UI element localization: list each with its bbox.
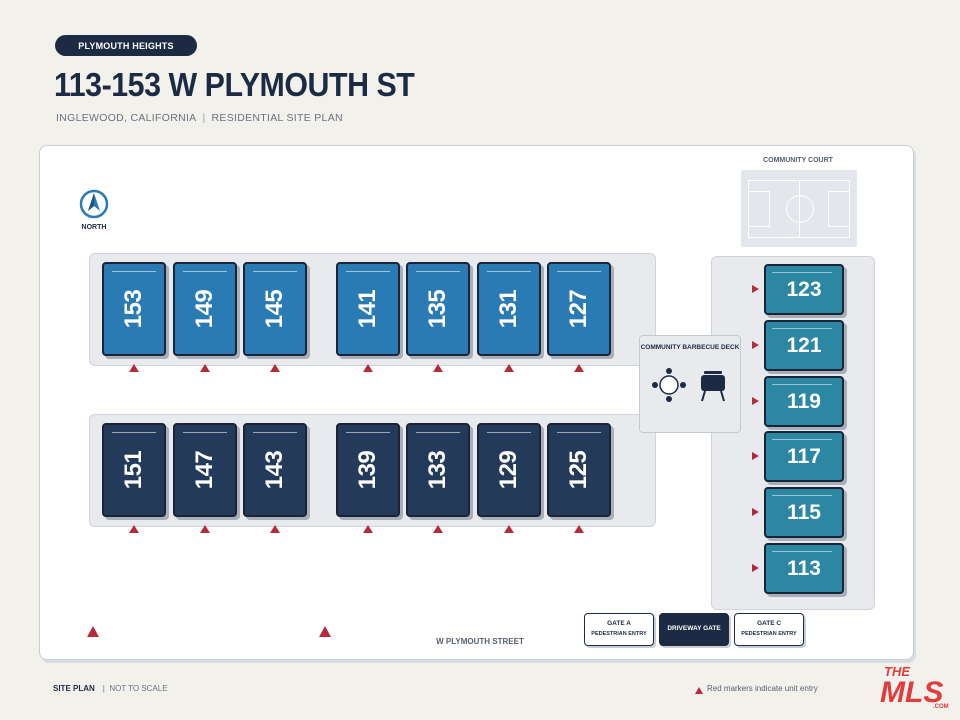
logo-top-text: THE xyxy=(884,664,910,679)
unit-123[interactable]: 123 xyxy=(764,264,844,315)
entry-marker-icon xyxy=(504,525,514,533)
entry-marker-icon xyxy=(752,508,759,517)
unit-number: 113 xyxy=(787,557,821,580)
footer-site-plan: SITE PLAN| NOT TO SCALE xyxy=(53,684,168,693)
unit-number: 125 xyxy=(565,450,592,490)
unit-115[interactable]: 115 xyxy=(764,487,844,539)
legend-text: Red markers indicate unit entry xyxy=(707,684,818,693)
unit-119[interactable]: 119 xyxy=(764,375,844,427)
gate-a[interactable]: GATE A PEDESTRIAN ENTRY xyxy=(584,613,654,646)
mls-logo: THE MLS .COM xyxy=(880,664,949,710)
unit-133[interactable]: 133 xyxy=(406,423,470,517)
gate-c-name: GATE C xyxy=(756,620,782,627)
picnic-table-icon xyxy=(652,368,686,402)
unit-153[interactable]: 153 xyxy=(102,262,166,356)
unit-number: 115 xyxy=(787,501,821,525)
north-label: NORTH xyxy=(81,224,107,231)
entry-marker-icon xyxy=(363,364,373,372)
unit-113[interactable]: 113 xyxy=(764,543,844,594)
entry-marker-icon xyxy=(752,396,759,405)
unit-number: 117 xyxy=(787,445,821,469)
bbq-deck-label: COMMUNITY BARBECUE DECK xyxy=(640,344,740,351)
north-arrow-icon xyxy=(79,189,109,219)
legend-marker-icon xyxy=(695,687,703,694)
logo-sub-text: .COM xyxy=(933,704,949,710)
unit-number: 151 xyxy=(120,450,147,490)
project-badge: PLYMOUTH HEIGHTS xyxy=(55,35,197,56)
community-barbecue-deck: COMMUNITY BARBECUE DECK xyxy=(639,335,741,433)
entry-marker-icon xyxy=(129,364,139,372)
gate-a-name: GATE A xyxy=(607,620,631,627)
unit-129[interactable]: 129 xyxy=(477,423,541,517)
footer-scale-note: NOT TO SCALE xyxy=(109,684,168,693)
unit-127[interactable]: 127 xyxy=(547,262,611,356)
grill-icon xyxy=(701,371,725,402)
entry-marker-icon xyxy=(200,364,210,372)
logo-main-text: MLS xyxy=(880,676,943,709)
gate-c[interactable]: GATE C PEDESTRIAN ENTRY xyxy=(734,613,804,646)
unit-number: 129 xyxy=(495,450,522,490)
entry-marker-icon xyxy=(433,364,443,372)
entry-marker-icon xyxy=(752,564,759,572)
entry-marker-icon xyxy=(129,525,139,533)
unit-number: 135 xyxy=(424,289,451,329)
entry-marker-icon xyxy=(752,285,759,293)
entry-marker-icon xyxy=(433,525,443,533)
entry-marker-icon xyxy=(574,525,584,533)
unit-117[interactable]: 117 xyxy=(764,431,844,483)
unit-number: 127 xyxy=(565,289,592,329)
street-label: W PLYMOUTH STREET xyxy=(436,637,524,646)
unit-131[interactable]: 131 xyxy=(477,262,541,356)
unit-141[interactable]: 141 xyxy=(336,262,400,356)
unit-number: 131 xyxy=(495,289,522,329)
unit-149[interactable]: 149 xyxy=(173,262,237,356)
unit-number: 141 xyxy=(354,289,381,329)
unit-number: 149 xyxy=(191,289,218,329)
location-text: INGLEWOOD, CALIFORNIA xyxy=(56,112,197,124)
page-subtitle: INGLEWOOD, CALIFORNIA|RESIDENTIAL SITE P… xyxy=(56,112,343,124)
unit-number: 145 xyxy=(261,289,288,329)
unit-number: 139 xyxy=(354,450,381,490)
entry-marker-icon xyxy=(574,364,584,372)
entry-marker-icon xyxy=(319,626,331,637)
unit-125[interactable]: 125 xyxy=(547,423,611,517)
community-court xyxy=(741,170,857,247)
unit-number: 147 xyxy=(191,450,218,490)
footer-site-plan-label: SITE PLAN xyxy=(53,684,95,693)
unit-135[interactable]: 135 xyxy=(406,262,470,356)
unit-143[interactable]: 143 xyxy=(243,423,307,517)
unit-number: 143 xyxy=(261,450,288,490)
unit-number: 153 xyxy=(120,289,147,329)
entry-marker-icon xyxy=(504,364,514,372)
entry-marker-icon xyxy=(363,525,373,533)
unit-121[interactable]: 121 xyxy=(764,319,844,371)
entry-marker-icon xyxy=(270,364,280,372)
unit-151[interactable]: 151 xyxy=(102,423,166,517)
page-title: 113-153 W PLYMOUTH ST xyxy=(54,66,415,103)
community-court-label: COMMUNITY COURT xyxy=(763,157,833,164)
entry-marker-icon xyxy=(752,340,759,349)
plan-type-text: RESIDENTIAL SITE PLAN xyxy=(211,112,343,124)
unit-147[interactable]: 147 xyxy=(173,423,237,517)
entry-marker-icon xyxy=(87,626,99,637)
unit-145[interactable]: 145 xyxy=(243,262,307,356)
unit-number: 133 xyxy=(424,450,451,490)
gate-a-sub: PEDESTRIAN ENTRY xyxy=(591,631,647,637)
entry-marker-icon xyxy=(270,525,280,533)
unit-number: 119 xyxy=(787,389,821,413)
unit-139[interactable]: 139 xyxy=(336,423,400,517)
gate-c-sub: PEDESTRIAN ENTRY xyxy=(741,631,797,637)
entry-marker-icon xyxy=(200,525,210,533)
unit-number: 123 xyxy=(786,278,822,301)
driveway-gate-name: DRIVEWAY GATE xyxy=(667,625,721,632)
unit-number: 121 xyxy=(786,333,822,357)
entry-marker-icon xyxy=(752,452,759,461)
driveway-gate[interactable]: DRIVEWAY GATE xyxy=(659,613,729,646)
